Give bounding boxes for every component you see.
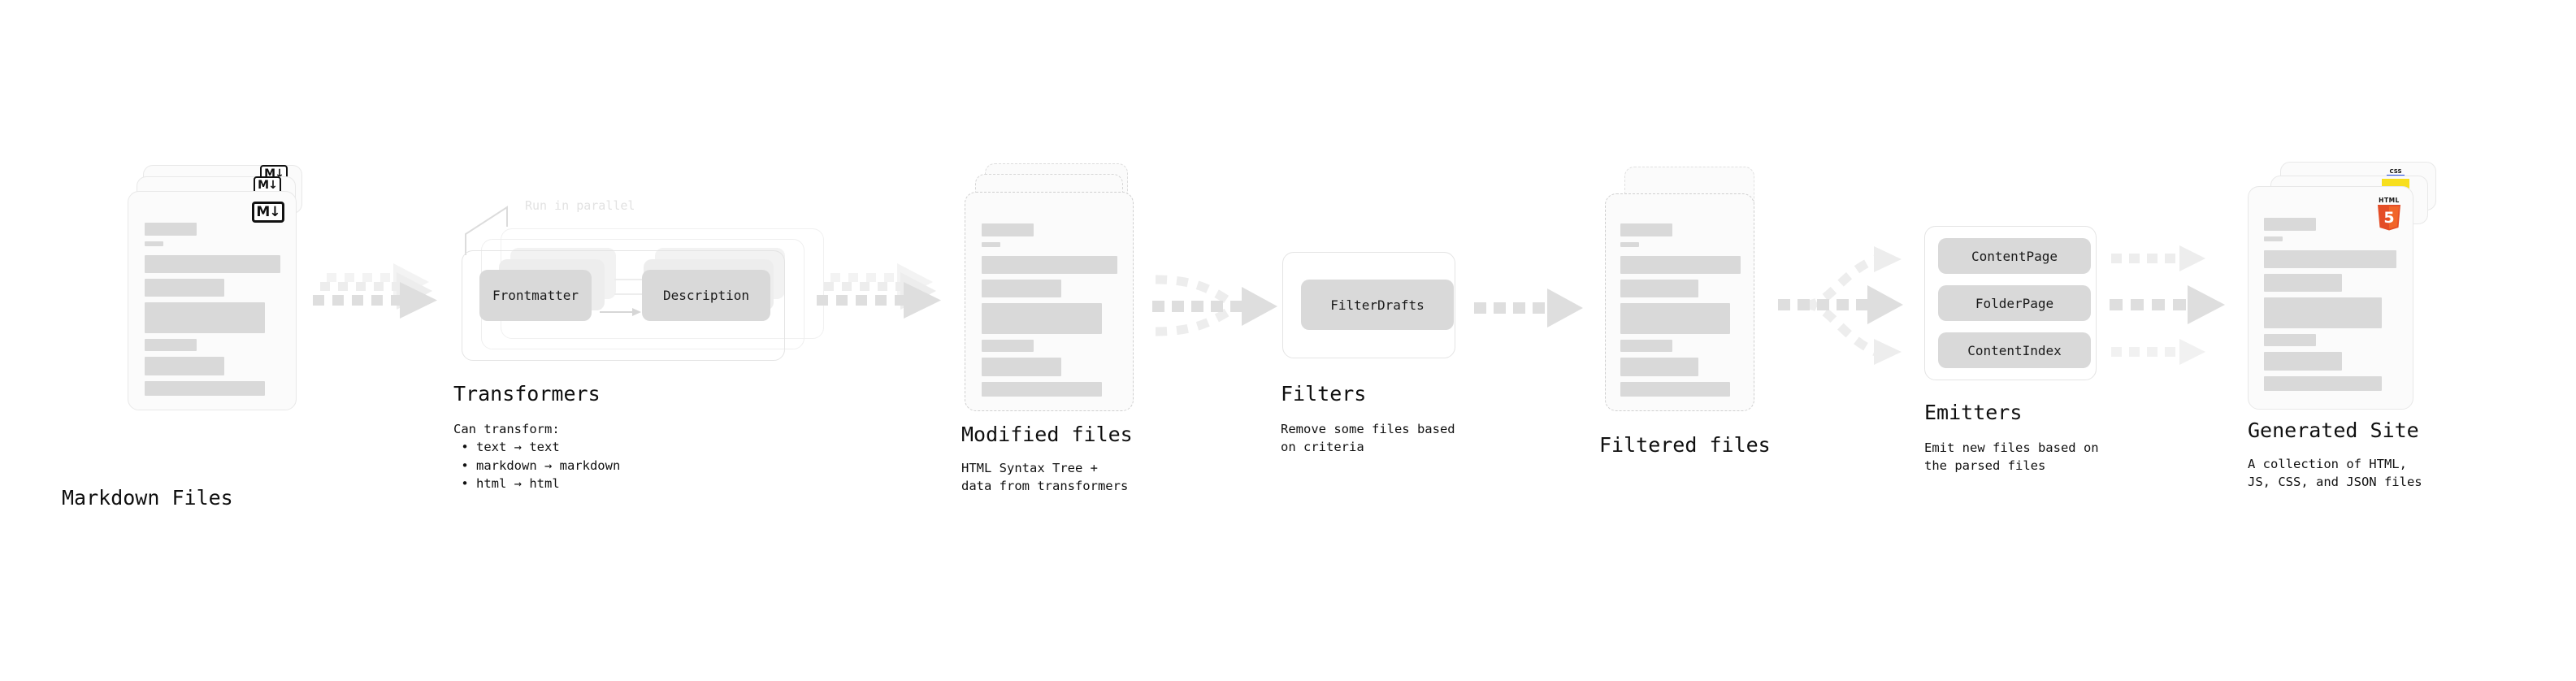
arrow-filters-to-filtered <box>1474 288 1583 327</box>
content-bar <box>1620 340 1672 352</box>
modified-file-content <box>982 223 1118 402</box>
emitters-title: Emitters <box>1924 401 2023 424</box>
generated-site-content <box>2264 218 2398 397</box>
svg-text:CSS: CSS <box>2389 168 2401 175</box>
transformers-title: Transformers <box>453 382 601 406</box>
transformer-chip-description-label: Description <box>663 288 749 303</box>
generated-site-description: A collection of HTML, JS, CSS, and JSON … <box>2248 457 2422 490</box>
content-bar <box>2264 352 2342 371</box>
content-bar <box>145 381 265 396</box>
svg-text:5: 5 <box>2383 209 2394 227</box>
transformer-chip-frontmatter-label: Frontmatter <box>492 288 579 303</box>
run-in-parallel-bracket <box>465 206 508 255</box>
emitters-description: Emit new files based on the parsed files <box>1924 440 2099 474</box>
emitter-chip-folderpage: FolderPage <box>1938 285 2091 321</box>
emitter-chip-contentpage-label: ContentPage <box>1971 248 2058 264</box>
html5-icon: HTML 5 <box>2375 195 2403 231</box>
content-bar <box>982 303 1102 334</box>
content-bar <box>145 339 197 351</box>
content-bar <box>1620 223 1672 236</box>
content-bar <box>1620 256 1741 274</box>
filter-chip-filterdrafts-label: FilterDrafts <box>1330 297 1425 313</box>
arrow-modified-to-filters <box>1152 275 1277 336</box>
modified-files-title: Modified files <box>961 423 1133 446</box>
markdown-file-content <box>145 223 281 401</box>
transformers-description: Can transform: • text → text • markdown … <box>453 422 621 492</box>
content-bar <box>1620 358 1698 376</box>
emitter-chip-contentindex: ContentIndex <box>1938 332 2091 368</box>
content-bar <box>145 255 280 273</box>
content-bar <box>982 340 1034 352</box>
run-in-parallel-label: Run in parallel <box>525 198 635 213</box>
content-bar <box>1620 382 1730 397</box>
arrow-filtered-to-emitters <box>1778 246 1903 365</box>
content-bar <box>145 279 224 297</box>
content-bar <box>982 242 1000 247</box>
content-bar <box>982 223 1034 236</box>
transformers-box <box>462 250 785 361</box>
svg-text:HTML: HTML <box>2379 197 2400 204</box>
filtered-file-content <box>1620 223 1741 402</box>
markdown-icon: M↓ <box>252 202 284 223</box>
transformer-connector-arrow <box>600 308 641 316</box>
markdown-icon-arrow-2: ↓ <box>268 179 278 192</box>
content-bar <box>2264 236 2283 241</box>
content-bar <box>982 358 1061 376</box>
content-bar <box>145 241 163 246</box>
markdown-icon-arrow-3: ↓ <box>269 203 280 220</box>
content-bar <box>2264 376 2382 391</box>
emitter-chip-contentindex-label: ContentIndex <box>1967 342 2062 358</box>
content-bar <box>982 256 1117 274</box>
transformer-chip-description: Description <box>642 270 770 321</box>
content-bar <box>2264 274 2342 292</box>
markdown-icon-letter-3: M <box>256 203 270 220</box>
arrow-emitters-to-site <box>2110 245 2225 365</box>
markdown-icon-letter-2: M <box>258 179 269 192</box>
emitter-chip-folderpage-label: FolderPage <box>1975 295 2054 311</box>
markdown-file-card: M↓ <box>128 191 297 410</box>
arrow-markdown-to-transformers <box>313 263 437 319</box>
content-bar <box>2264 297 2382 328</box>
content-bar <box>1620 242 1639 247</box>
content-bar <box>2264 218 2316 231</box>
transformer-chip-frontmatter: Frontmatter <box>479 270 592 321</box>
content-bar <box>1620 280 1698 297</box>
markdown-files-title: Markdown Files <box>62 486 233 510</box>
generated-site-title: Generated Site <box>2248 419 2419 442</box>
content-bar <box>2264 250 2396 268</box>
filtered-file-card <box>1605 193 1754 411</box>
modified-file-card <box>965 192 1134 411</box>
filters-title: Filters <box>1281 382 1367 406</box>
arrow-transformers-to-modified <box>817 263 941 319</box>
content-bar <box>145 302 265 333</box>
modified-files-description: HTML Syntax Tree + data from transformer… <box>961 461 1129 494</box>
content-bar <box>982 280 1061 297</box>
content-bar <box>2264 334 2316 346</box>
generated-site-card: HTML 5 <box>2248 186 2413 410</box>
filters-description: Remove some files based on criteria <box>1281 422 1455 455</box>
markdown-icon-arrow: ↓ <box>275 167 284 180</box>
content-bar <box>982 382 1102 397</box>
content-bar <box>1620 303 1730 334</box>
emitter-chip-contentpage: ContentPage <box>1938 238 2091 274</box>
filter-chip-filterdrafts: FilterDrafts <box>1301 280 1454 330</box>
content-bar <box>145 357 224 375</box>
filtered-files-title: Filtered files <box>1599 433 1771 457</box>
content-bar <box>145 223 197 236</box>
